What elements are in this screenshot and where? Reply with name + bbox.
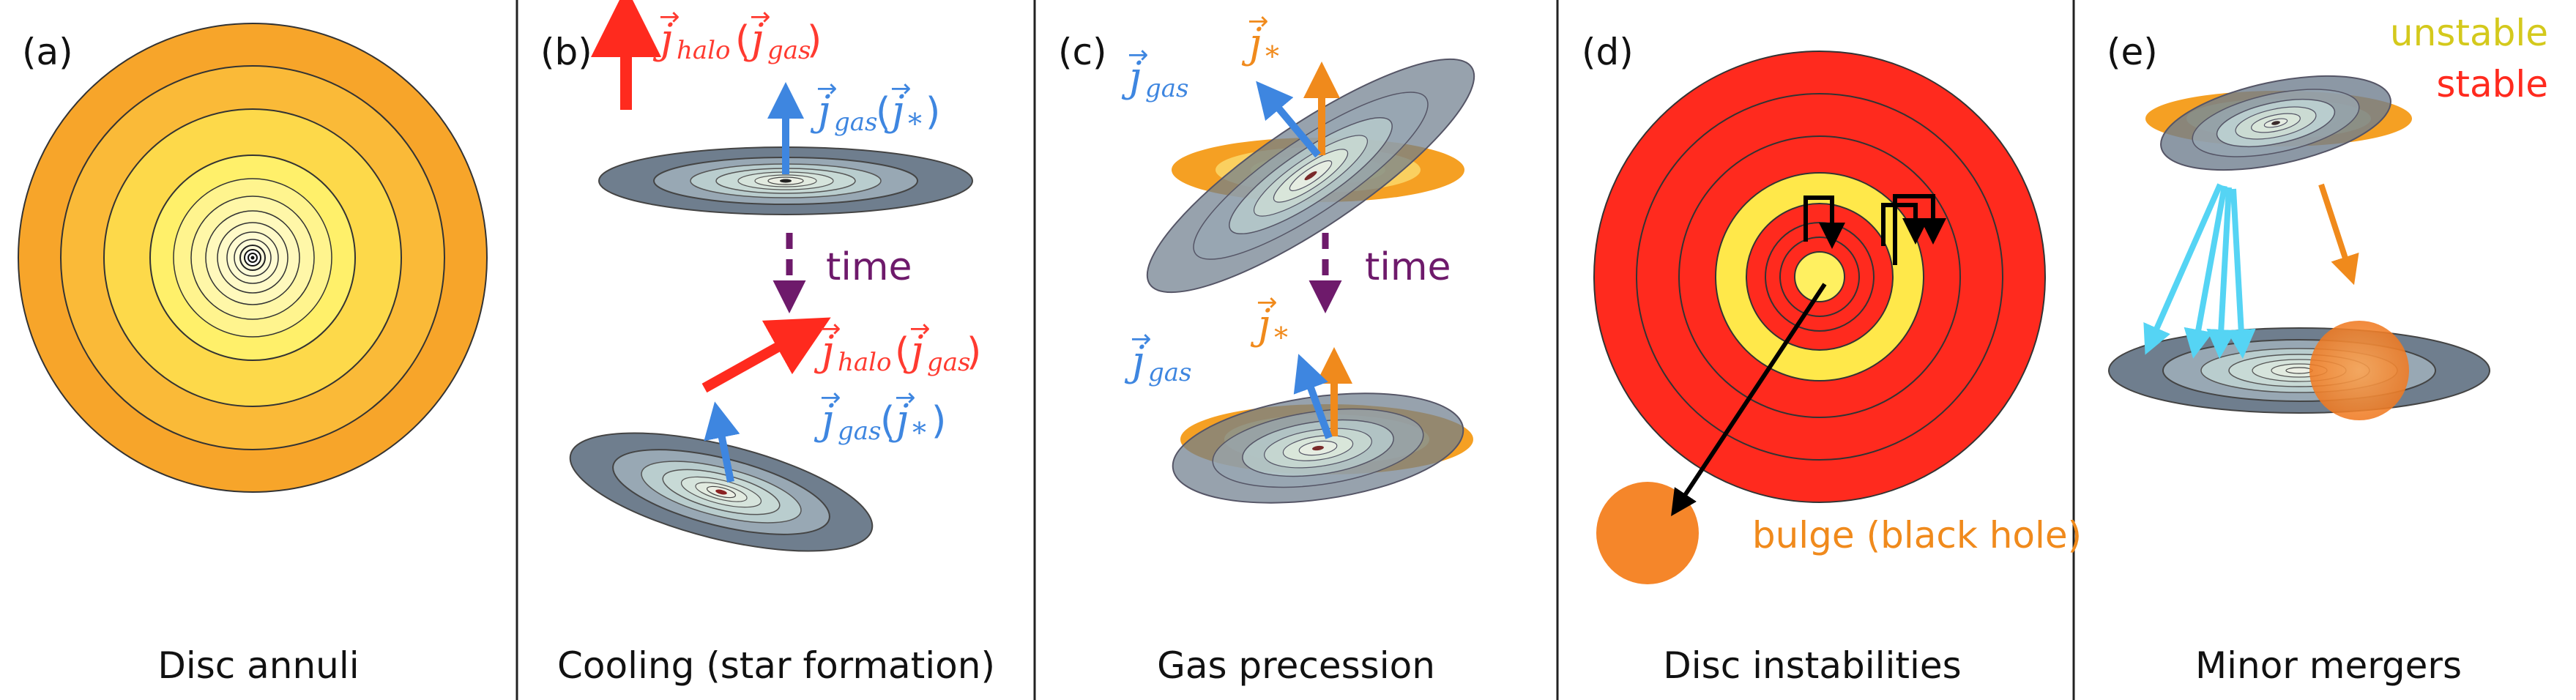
svg-text:gas: gas [1145,74,1188,103]
svg-text:*: * [1265,40,1279,72]
caption-e: Minor mergers [2195,644,2462,687]
svg-text:*: * [912,417,926,449]
annuli-disc [18,23,488,493]
gas-arrow-top-c [1256,81,1321,158]
svg-text:): ) [807,18,822,62]
halo-arrow-bottom [701,317,831,393]
host-bulge [2309,321,2409,420]
panel-b: (b) j → halo ( j → gas ) j [540,0,995,687]
svg-text:halo: halo [677,36,731,65]
gas-arrow-bottom-c [1293,354,1333,439]
label-jstar-bottom-c: j → * [1250,288,1288,354]
gas-disc-bottom [1172,392,1464,504]
svg-text:→: → [1128,40,1149,70]
svg-text:*: * [1274,321,1288,354]
svg-text:→: → [820,383,841,412]
svg-text:→: → [890,74,912,103]
panel-label-d: (d) [1582,31,1634,73]
host-disc [2108,327,2490,414]
disc-bottom [569,432,874,552]
bulge-label: bulge (black hole) [1752,514,2082,556]
svg-text:gas: gas [767,36,811,65]
label-jhalo-top: j → halo ( j → gas ) [652,2,822,65]
time-label-b: time [826,245,912,289]
svg-text:(: ( [880,399,895,443]
svg-text:→: → [1248,7,1269,36]
svg-text:→: → [1131,324,1152,354]
label-jstar-top-c: j → * [1241,7,1279,72]
label-jgas-top-c: j → gas [1121,40,1188,103]
panel-label-a: (a) [22,31,73,73]
gas-disc-top [1146,58,1475,294]
panel-d: (d) unstable stable bulge (black hole) D… [1582,12,2548,687]
svg-text:gas: gas [1148,358,1191,387]
caption-b: Cooling (star formation) [557,644,995,687]
svg-text:halo: halo [838,348,892,377]
svg-text:→: → [909,314,931,343]
svg-text:→: → [659,2,680,31]
caption-d: Disc instabilities [1663,644,1961,687]
stellar-accretion-arrow [2318,183,2359,286]
panel-e: (e) [2107,31,2490,687]
svg-text:→: → [816,74,838,103]
svg-text:): ) [967,330,981,374]
transport-arrows [1803,194,1946,265]
unstable-label: unstable [2390,12,2548,54]
label-jgas-bottom-c: j → gas [1124,324,1191,387]
gas-accretion-arrows [2143,183,2256,359]
panel-a: (a) Disc annuli [18,23,488,687]
svg-text:(: ( [735,18,750,62]
instability-annuli [1593,51,2046,503]
stable-label: stable [2436,63,2548,105]
satellite-gas-disc [2160,75,2391,171]
svg-text:(: ( [895,330,909,374]
panel-label-b: (b) [540,31,592,73]
svg-text:→: → [895,383,916,412]
svg-text:gas: gas [838,417,881,446]
caption-c: Gas precession [1157,644,1435,687]
caption-a: Disc annuli [157,644,359,687]
panel-c: (c) j → gas j → * [1058,7,1475,687]
time-label-c: time [1365,245,1451,289]
svg-text:): ) [926,90,940,134]
panel-dividers [515,0,2075,700]
gas-arrow-bottom [704,401,740,483]
bulge-arrow [1671,283,1827,517]
svg-text:*: * [908,108,922,140]
label-jgas-top: j → gas ( j → * ) [810,74,940,140]
disc-top [598,146,973,215]
panel-label-c: (c) [1058,31,1107,73]
svg-text:→: → [750,2,771,31]
svg-text:→: → [820,314,841,343]
panel-label-e: (e) [2107,31,2158,73]
svg-text:gas: gas [834,108,877,137]
svg-text:(: ( [876,90,890,134]
svg-text:→: → [1257,288,1278,317]
svg-text:gas: gas [927,348,970,377]
label-jgas-bottom: j → gas ( j → * ) [814,383,946,449]
svg-text:): ) [931,399,946,443]
label-jhalo-bottom: j → halo ( j → gas ) [814,314,981,377]
